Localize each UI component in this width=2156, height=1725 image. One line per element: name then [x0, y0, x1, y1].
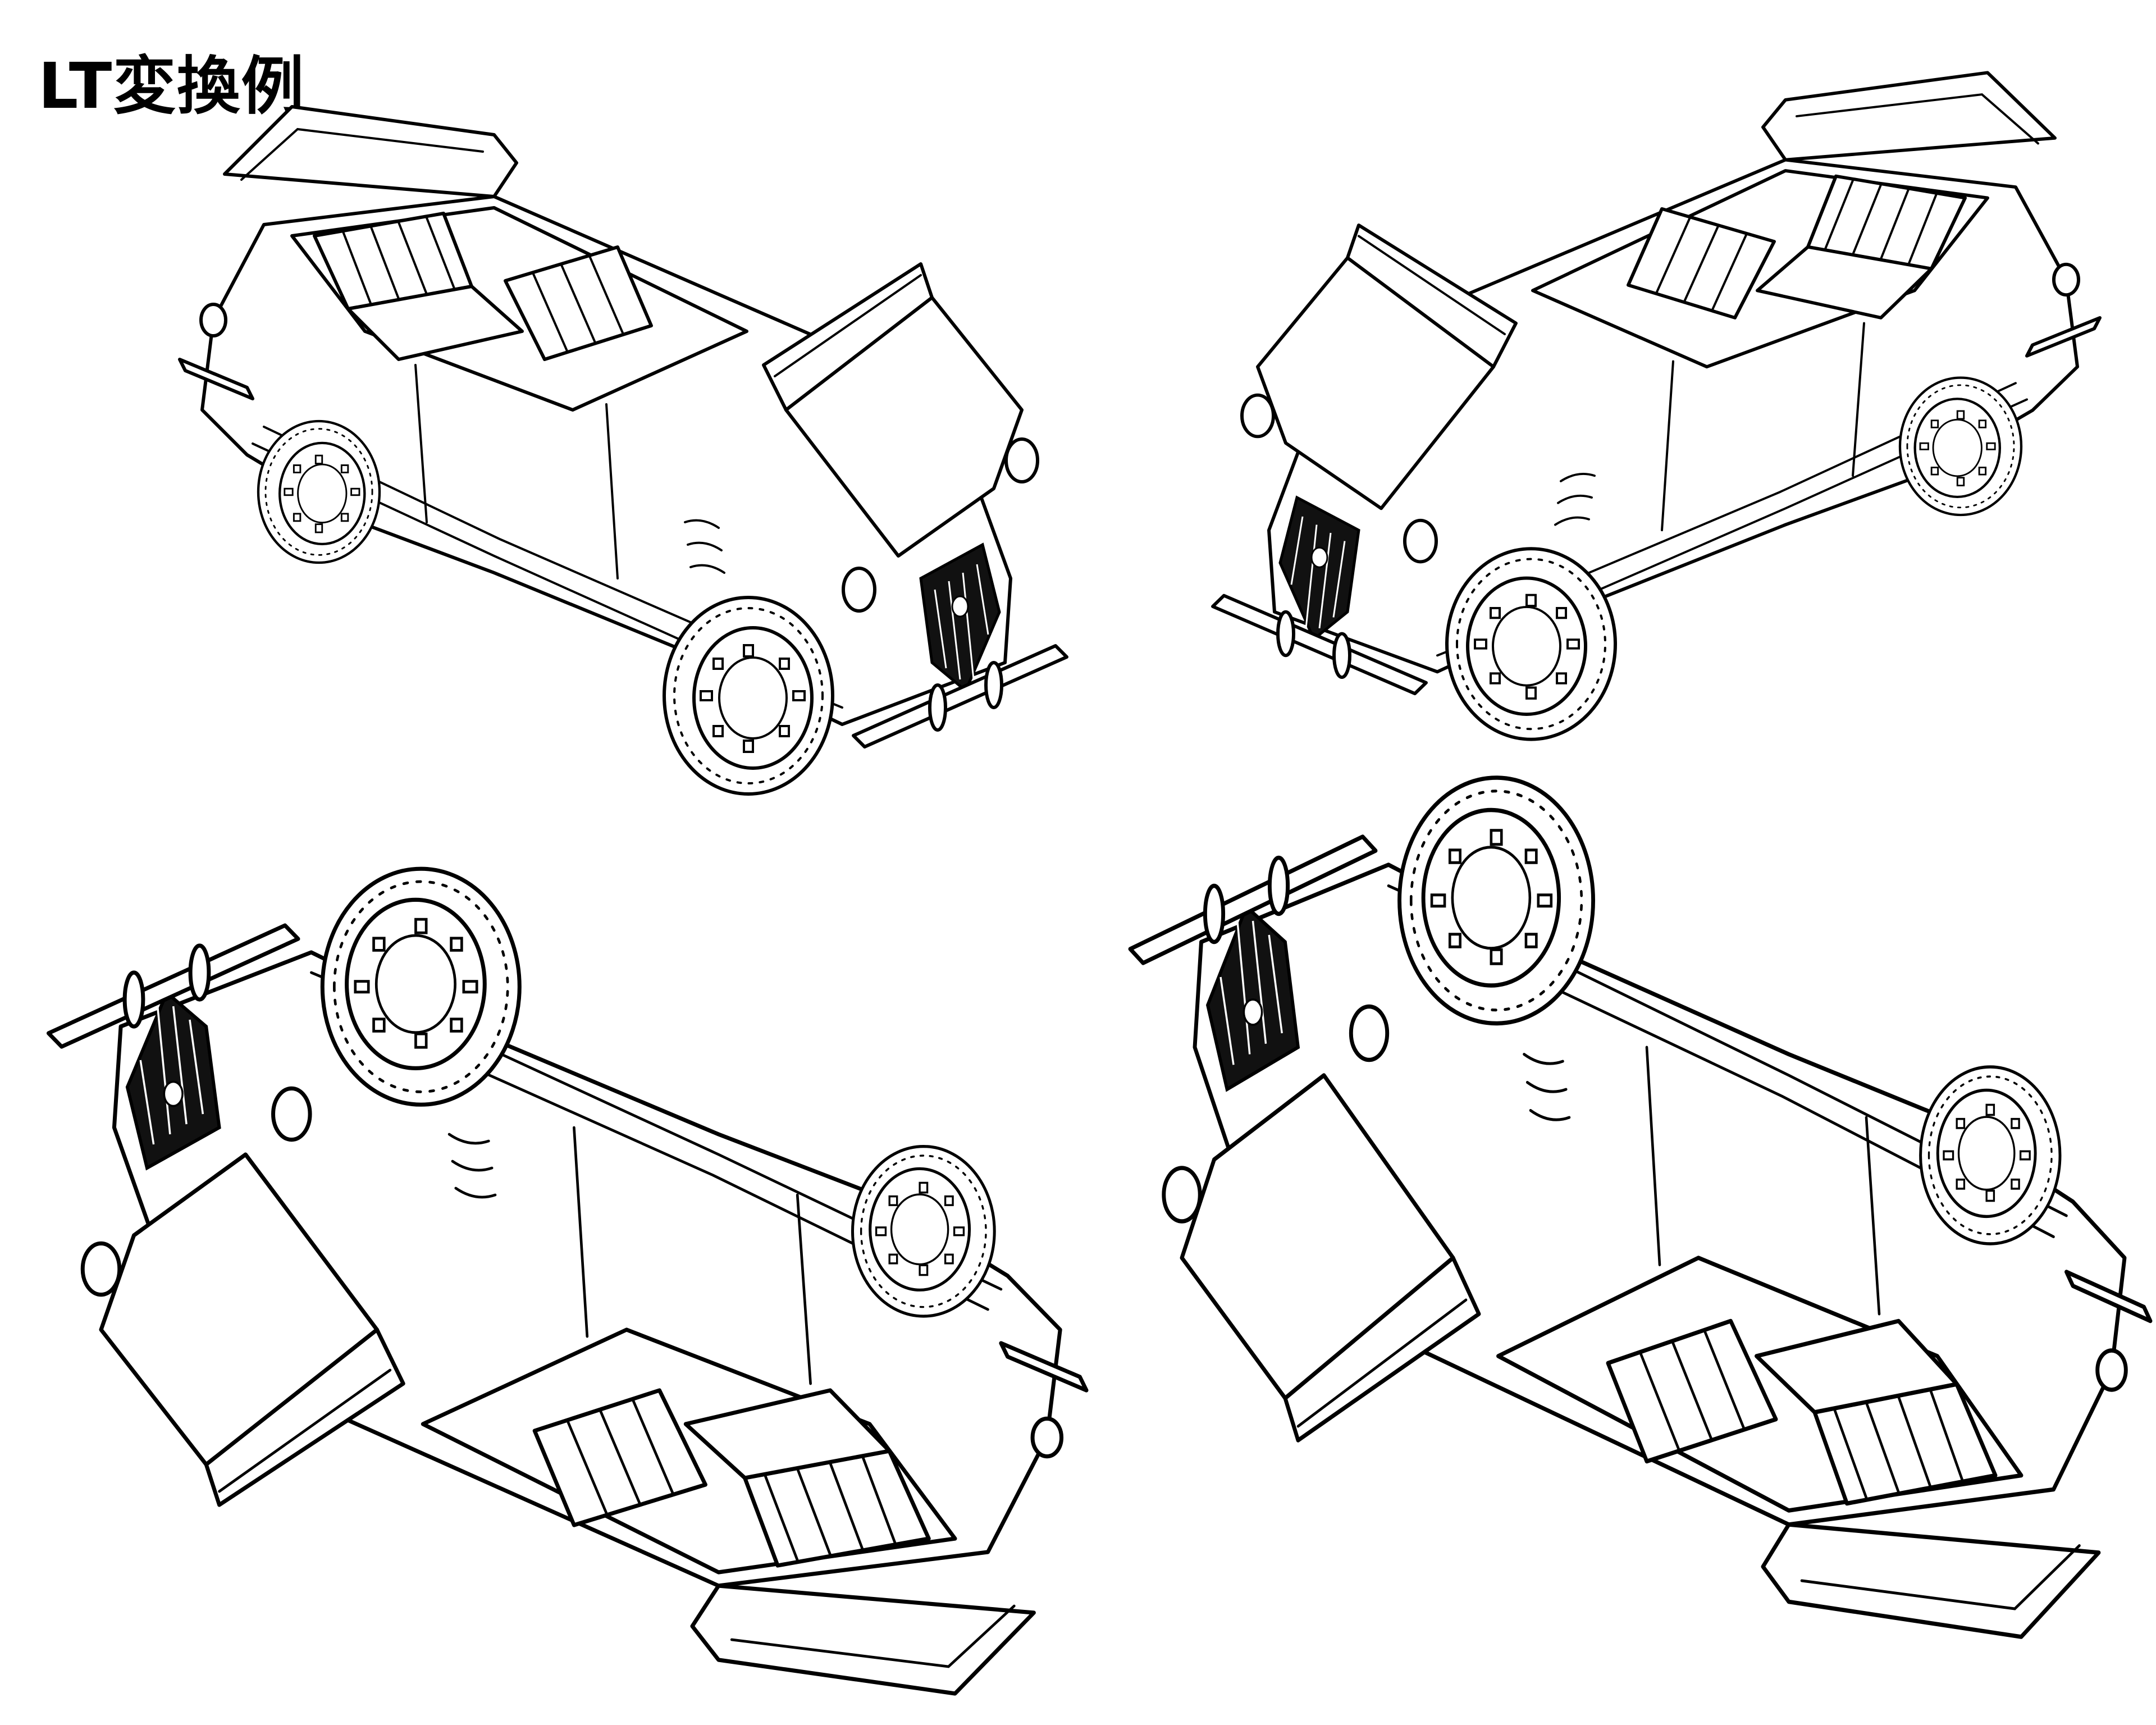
- car-rear-left-view: [48, 869, 1086, 1694]
- page-title: LT変換例: [38, 50, 305, 123]
- car-front-left-view: [1213, 72, 2100, 739]
- car-front-right-view: [180, 107, 1067, 794]
- car-rear-right-view: [1130, 778, 2150, 1637]
